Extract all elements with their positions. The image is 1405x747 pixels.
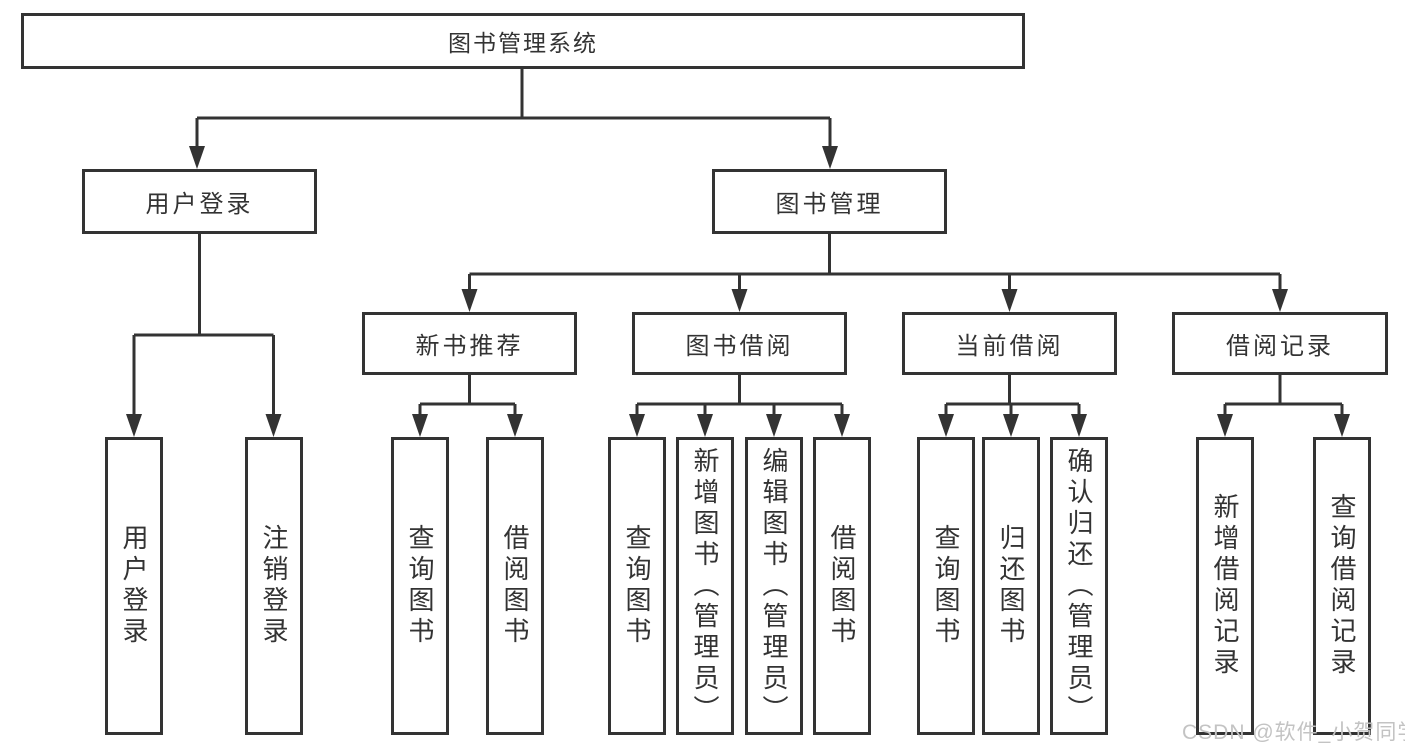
leaf-borrow-books-borrowing: 借阅图书 <box>813 437 871 735</box>
leaf-label: 新增图书（管理员） <box>690 446 720 726</box>
node-root: 图书管理系统 <box>21 13 1025 69</box>
leaf-logout: 注销登录 <box>245 437 303 735</box>
leaf-user-login: 用户登录 <box>105 437 163 735</box>
node-root-label: 图书管理系统 <box>448 30 598 56</box>
node-book-management-branch: 图书管理 <box>712 169 947 234</box>
node-label: 新书推荐 <box>415 333 524 360</box>
node-label: 当前借阅 <box>955 333 1064 360</box>
leaf-label: 确认归还（管理员） <box>1064 446 1094 726</box>
node-label: 借阅记录 <box>1226 333 1334 360</box>
leaf-label: 借阅图书 <box>827 524 857 648</box>
node-borrowing-records: 借阅记录 <box>1172 312 1388 375</box>
leaf-query-books-borrowing: 查询图书 <box>608 437 666 735</box>
node-label: 用户登录 <box>145 191 254 218</box>
node-current-borrowing: 当前借阅 <box>902 312 1117 375</box>
watermark: CSDN @软件_小贺同学 <box>1182 721 1405 744</box>
leaf-label: 归还图书 <box>996 524 1026 648</box>
leaf-label: 注销登录 <box>259 524 289 648</box>
leaf-query-books-current: 查询图书 <box>917 437 975 735</box>
node-label: 图书管理 <box>775 191 884 218</box>
leaf-label: 编辑图书（管理员） <box>759 446 789 726</box>
leaf-query-books-recommend: 查询图书 <box>391 437 449 735</box>
leaf-add-books-admin: 新增图书（管理员） <box>676 437 734 735</box>
leaf-label: 查询图书 <box>405 524 435 648</box>
leaf-label: 用户登录 <box>119 524 149 648</box>
node-new-book-recommend: 新书推荐 <box>362 312 577 375</box>
node-book-borrowing: 图书借阅 <box>632 312 847 375</box>
leaf-add-borrow-record: 新增借阅记录 <box>1196 437 1254 735</box>
node-user-login-branch: 用户登录 <box>82 169 317 234</box>
leaf-return-books: 归还图书 <box>982 437 1040 735</box>
leaf-borrow-books-recommend: 借阅图书 <box>486 437 544 735</box>
leaf-label: 查询借阅记录 <box>1327 493 1357 679</box>
leaf-confirm-return-admin: 确认归还（管理员） <box>1050 437 1108 735</box>
leaf-label: 新增借阅记录 <box>1210 493 1240 679</box>
leaf-label: 查询图书 <box>931 524 961 648</box>
leaf-label: 查询图书 <box>622 524 652 648</box>
leaf-edit-books-admin: 编辑图书（管理员） <box>745 437 803 735</box>
arrowhead-icons <box>126 146 1350 437</box>
leaf-label: 借阅图书 <box>500 524 530 648</box>
leaf-query-borrow-record: 查询借阅记录 <box>1313 437 1371 735</box>
node-label: 图书借阅 <box>685 333 794 360</box>
